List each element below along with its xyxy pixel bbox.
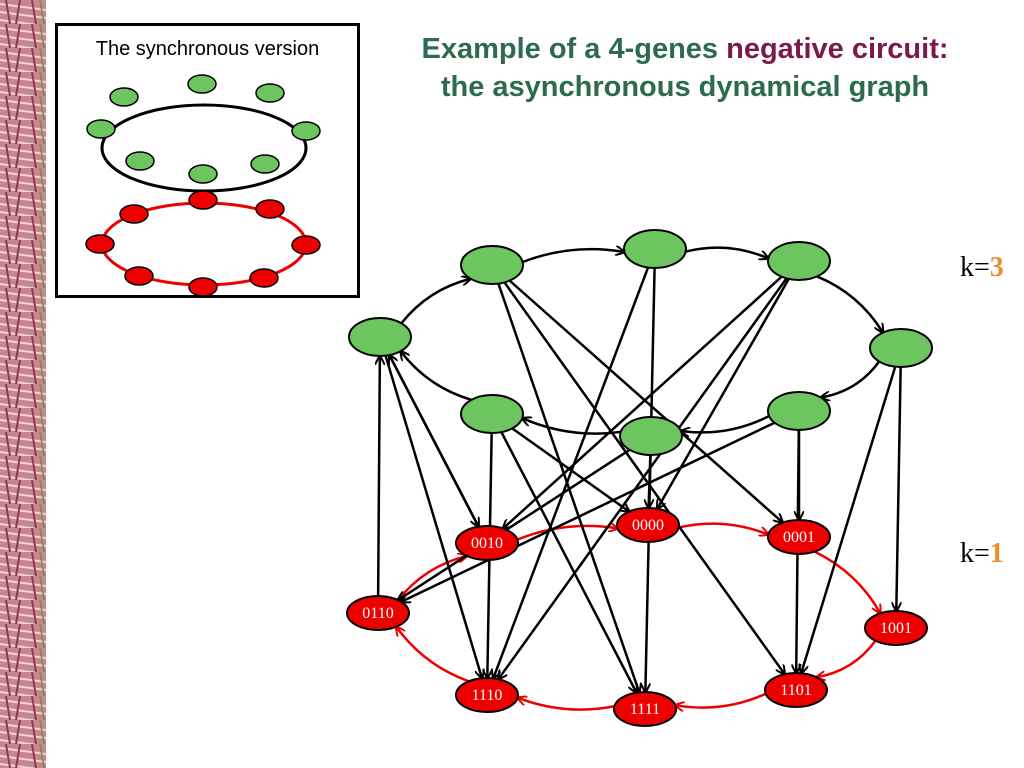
k3-prefix: k= (960, 252, 990, 283)
inset-red-node (124, 266, 154, 286)
green-state-nodes (348, 229, 933, 456)
k1-label: k=1 (960, 538, 1004, 570)
red-state-node: 1110 (455, 677, 519, 713)
transition-edge (401, 421, 776, 602)
bottom-cycle-arc (814, 550, 881, 614)
red-node-shape (346, 595, 410, 631)
inset-green-node (250, 154, 280, 174)
transition-edge (497, 283, 639, 693)
top-cycle-arc (681, 414, 770, 432)
red-node-label: 1110 (472, 687, 503, 704)
top-cycle-arc (821, 360, 881, 397)
red-state-node: 0000 (616, 507, 680, 543)
red-node-shape (616, 507, 680, 543)
red-node-shape (613, 691, 677, 727)
inset-red-node (119, 204, 149, 224)
bottom-cycle-arc (678, 522, 769, 535)
k3-value: 3 (989, 252, 1004, 283)
inset-red-node (85, 234, 115, 254)
transition-edge (500, 431, 636, 693)
title-highlight: negative circuit: (726, 33, 949, 65)
inset-green-node (86, 119, 116, 139)
red-node-label: 1001 (880, 620, 912, 637)
inset-green-node (291, 121, 321, 141)
green-state-node (869, 328, 933, 368)
red-node-label: 0000 (632, 517, 664, 534)
transition-edge (493, 267, 650, 679)
transition-edge (657, 278, 790, 509)
bottom-cycle-arc (518, 698, 615, 711)
inset-green-node (255, 83, 285, 103)
synchronous-diagram (85, 74, 321, 297)
red-state-node: 1001 (864, 610, 928, 646)
red-node-shape (764, 672, 828, 708)
red-state-node: 0001 (767, 519, 831, 555)
inset-red-node (249, 268, 279, 288)
green-state-node (348, 317, 412, 357)
transition-edge (649, 454, 651, 508)
transition-edge (398, 448, 631, 600)
slide-title: Example of a 4-genes negative circuit: t… (368, 30, 1002, 106)
transition-edge (503, 281, 784, 674)
red-node-shape (864, 610, 928, 646)
k1-value: 1 (989, 538, 1004, 569)
k1-prefix: k= (960, 538, 990, 569)
red-node-shape (455, 525, 519, 561)
red-state-node: 0010 (455, 525, 519, 561)
inset-red-nodes (85, 190, 321, 297)
transition-edge (503, 275, 783, 529)
top-cycle-arc (400, 279, 470, 325)
transition-edge (384, 355, 482, 679)
inset-red-node (188, 277, 218, 297)
red-state-node: 1111 (613, 691, 677, 727)
transition-edge (511, 427, 629, 511)
transition-edge (896, 366, 902, 611)
red-state-node: 0110 (346, 595, 410, 631)
red-node-label: 1111 (630, 701, 660, 718)
transition-edge (389, 355, 480, 528)
red-state-nodes: 0000 0001 1001 1101 1111 1110 0110 0010 (346, 507, 928, 727)
transition-edges (378, 267, 902, 693)
transition-edge (378, 356, 380, 597)
inset-green-node (188, 164, 218, 184)
title-part1: Example of a 4-genes (421, 33, 727, 65)
top-cycle-arc (522, 249, 625, 264)
top-cycle-arc (401, 351, 472, 402)
bottom-cycle-arc (396, 627, 470, 683)
red-node-label: 0010 (471, 535, 503, 552)
green-state-node (460, 245, 524, 285)
green-state-node (623, 229, 687, 269)
top-cycle-arc (685, 246, 769, 259)
inset-green-nodes (86, 74, 321, 184)
green-state-node (767, 391, 831, 431)
red-node-label: 0110 (362, 605, 393, 622)
title-line2: the asynchronous dynamical graph (440, 71, 930, 103)
red-node-shape (455, 677, 519, 713)
transition-edge (498, 277, 788, 679)
decorative-border (0, 0, 46, 768)
green-state-node (767, 241, 831, 281)
red-node-label: 0001 (783, 529, 815, 546)
inset-red-node (255, 199, 285, 219)
transition-edge (508, 279, 783, 523)
red-state-node: 1101 (764, 672, 828, 708)
inset-red-node (188, 190, 218, 210)
inset-green-node (109, 87, 139, 107)
k3-label: k=3 (960, 252, 1004, 284)
top-cycle-arc (816, 275, 883, 332)
red-node-label: 1101 (780, 682, 811, 699)
inset-red-node (291, 235, 321, 255)
inset-title: The synchronous version (95, 38, 320, 60)
inset-green-node (125, 151, 155, 171)
green-state-node (460, 394, 524, 434)
bottom-cycle-arc (675, 692, 767, 708)
inset-green-node (187, 74, 217, 94)
synchronous-inset: The synchronous version (55, 23, 360, 298)
red-node-shape (767, 519, 831, 555)
bottom-cycle-arc (817, 639, 877, 678)
green-state-node (619, 416, 683, 456)
transition-edge (801, 366, 897, 674)
